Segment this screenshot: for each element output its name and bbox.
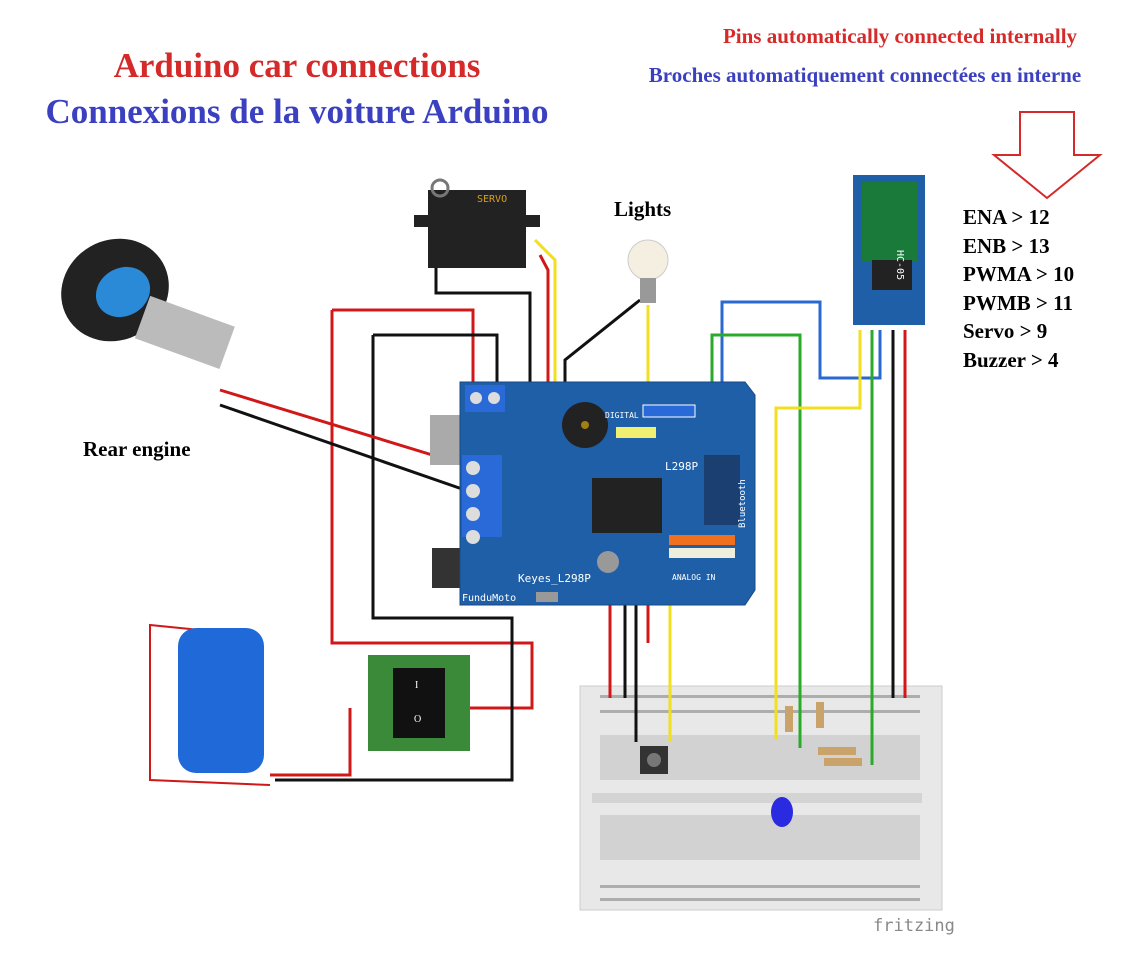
title-french: Connexions de la voiture Arduino (45, 92, 549, 131)
wire-black (434, 258, 532, 410)
pin-item: Servo > 9 (963, 319, 1048, 343)
wire-red (270, 708, 352, 777)
resistor (818, 747, 856, 755)
lights-label: Lights (614, 197, 672, 221)
pin-mapping-list: ENA > 12 ENB > 13 PWMA > 10 PWMB > 11 Se… (963, 205, 1074, 376)
arduino-motor-shield: Keyes_L298P FunduMoto L298P DIGITAL ANAL… (430, 381, 756, 606)
chip-label: L298P (665, 460, 698, 473)
wire-red (538, 254, 550, 410)
wire-blue (720, 300, 882, 388)
wire-black (373, 333, 499, 385)
pin-item: ENA > 12 (963, 205, 1050, 229)
resistor (816, 702, 824, 728)
hc05-label: HC-05 (894, 250, 905, 280)
wheel-with-gear-motor (61, 238, 235, 370)
rear-engine-label: Rear engine (83, 437, 191, 461)
servo-label: SERVO (477, 194, 507, 205)
pin-item: Buzzer > 4 (963, 347, 1059, 372)
wire-black (563, 298, 641, 388)
wire-yellow (774, 330, 862, 740)
pin-item: PWMA > 10 (963, 262, 1075, 286)
digital-label: DIGITAL (605, 411, 639, 420)
resistor (824, 758, 862, 766)
note-english: Pins automatically connected internally (722, 24, 1078, 48)
battery-pack (149, 623, 271, 786)
switch-on-label: I (415, 680, 418, 691)
servo-motor: SERVO (414, 178, 540, 268)
power-switch[interactable]: I O (368, 655, 470, 751)
wire-yellow (533, 238, 557, 410)
board-brand: FunduMoto (462, 593, 516, 604)
pin-item: PWMB > 11 (963, 290, 1073, 315)
note-french: Broches automatiquement connectées en in… (648, 63, 1082, 87)
resistor (785, 706, 793, 732)
down-arrow-icon (991, 111, 1103, 200)
blue-led (771, 797, 793, 827)
breadboard (579, 685, 943, 911)
fritzing-watermark: fritzing (873, 916, 955, 936)
switch-off-label: O (414, 714, 421, 725)
pin-item: ENB > 13 (963, 233, 1050, 258)
wire-black (219, 403, 466, 492)
wire-red (332, 308, 475, 385)
light-bulb (627, 239, 669, 303)
title-english: Arduino car connections (113, 46, 481, 85)
bluetooth-header-label: Bluetooth (738, 479, 748, 528)
wire-black (275, 335, 514, 782)
analog-label: ANALOG IN (672, 573, 716, 582)
board-name: Keyes_L298P (518, 572, 591, 585)
wire-red (219, 388, 466, 467)
wire-green (710, 333, 802, 748)
hc05-bluetooth-module: HC-05 (853, 175, 925, 325)
